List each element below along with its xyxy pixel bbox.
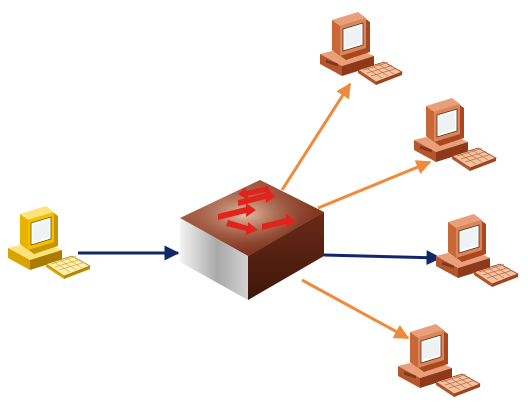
source-computer-icon xyxy=(8,206,91,279)
switch-icon xyxy=(180,180,324,300)
dest-computer-2-icon xyxy=(413,97,497,172)
edge-switch-to-dest-3 xyxy=(323,250,442,266)
dest-computer-1-icon xyxy=(319,11,403,86)
edges xyxy=(78,82,442,340)
dest-computer-4-icon xyxy=(397,323,481,398)
edge-switch-to-dest-2 xyxy=(317,160,432,210)
edge-switch-to-dest-1 xyxy=(280,82,352,191)
edge-switch-to-dest-4 xyxy=(301,278,410,340)
dest-computer-3-icon xyxy=(435,213,519,288)
